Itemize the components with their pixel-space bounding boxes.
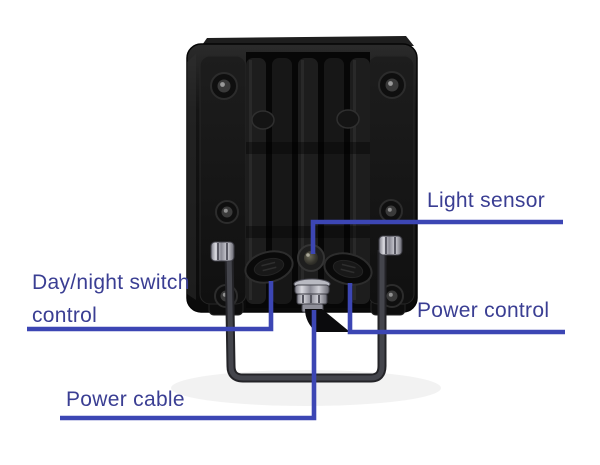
label-power-cable: Power cable (66, 388, 185, 411)
bracket-bolt-left (210, 241, 235, 262)
fin-bump-right (336, 109, 360, 129)
label-day-night-switch-control: Day/night switch control (32, 271, 190, 327)
callout-line-light-sensor (310, 219, 563, 254)
callout-line-day-night (27, 281, 274, 332)
callout-line-power-cable (60, 310, 317, 421)
day-night-knob (244, 250, 294, 284)
screw (379, 199, 403, 223)
screw (210, 72, 238, 100)
callout-lines (27, 219, 565, 421)
fin-bump-left (251, 110, 275, 130)
label-light-sensor: Light sensor (427, 189, 546, 212)
mounting-bracket (210, 235, 403, 383)
bracket-bolt-right (378, 235, 403, 256)
screw (215, 200, 239, 224)
cable-gland (293, 278, 331, 313)
callout-line-power-control (347, 283, 565, 335)
screw (378, 71, 406, 99)
light-sensor-dot (297, 244, 325, 272)
label-power-control: Power control (417, 299, 550, 322)
power-knob (323, 252, 373, 286)
